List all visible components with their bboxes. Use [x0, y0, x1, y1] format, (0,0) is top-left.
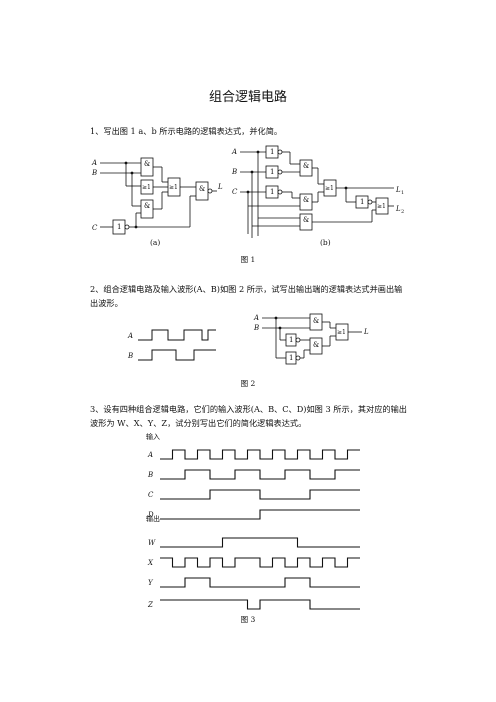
svg-text:1: 1: [270, 168, 274, 176]
svg-text:≥1: ≥1: [169, 184, 178, 191]
figure-3-waveforms: A B C D W X Y Z: [147, 449, 360, 610]
fig1a-label-L: L: [217, 183, 223, 191]
wave-label-Z: Z: [147, 601, 153, 609]
question-1-text: 1、写出图 1 a、b 所示电路的逻辑表达式，并化简。: [90, 126, 283, 136]
svg-text:1: 1: [401, 190, 404, 196]
fig1b-label-L2: L: [395, 205, 401, 213]
svg-text:1: 1: [360, 198, 364, 206]
wave-label-D: D: [147, 511, 154, 519]
waveform-Z: [160, 599, 360, 610]
fig2-wave-A: [138, 329, 216, 341]
svg-text:&: &: [313, 317, 319, 325]
svg-text:1: 1: [289, 336, 293, 344]
svg-text:1: 1: [117, 223, 121, 231]
output-heading: 输出: [146, 515, 160, 523]
svg-text:A: A: [127, 332, 133, 340]
svg-text:&: &: [303, 216, 309, 224]
svg-text:A: A: [253, 314, 259, 322]
fig1b-label-C: C: [232, 188, 238, 196]
svg-text:1: 1: [270, 148, 274, 156]
question-2-text-line1: 2、组合逻辑电路及输入波形(A、B)如图 2 所示，试写出输出端的逻辑表达式并画…: [90, 284, 403, 294]
fig1a-label-B: B: [91, 169, 97, 177]
figure-1b-sublabel: (b): [320, 238, 331, 247]
svg-text:&: &: [303, 162, 309, 170]
waveform-A: [160, 449, 360, 460]
input-heading: 输入: [146, 433, 160, 441]
svg-text:1: 1: [289, 354, 293, 362]
figure-1b-circuit: A B C L 1 L 2 1 1 1 & & & ≥1 1 ≥1: [231, 145, 404, 238]
waveform-B: [160, 469, 360, 480]
svg-text:≥1: ≥1: [325, 185, 334, 192]
figure-1a-sublabel: (a): [150, 238, 161, 247]
svg-text:1: 1: [270, 188, 274, 196]
fig1b-label-A: A: [231, 148, 237, 156]
figure-1-caption: 图 1: [240, 255, 256, 264]
waveform-D: [160, 509, 360, 520]
figure-2-caption: 图 2: [240, 379, 256, 388]
wave-label-Y: Y: [148, 579, 154, 587]
svg-text:&: &: [313, 341, 319, 349]
svg-text:B: B: [253, 324, 259, 332]
figure-2-waveforms: A B: [127, 329, 216, 361]
wave-label-X: X: [147, 559, 154, 567]
figure-1a-circuit: A B C L & ≥1 & ≥1 & 1: [91, 157, 223, 235]
page-title: 组合逻辑电路: [208, 90, 287, 105]
wave-label-C: C: [148, 491, 154, 499]
waveform-Y: [160, 577, 360, 588]
svg-text:≥1: ≥1: [337, 329, 346, 336]
wave-label-B: B: [147, 471, 153, 479]
fig1a-label-C: C: [92, 224, 98, 232]
figure-3-caption: 图 3: [240, 615, 256, 624]
svg-text:≥1: ≥1: [142, 184, 151, 191]
svg-text:&: &: [144, 202, 150, 210]
svg-text:&: &: [303, 196, 309, 204]
fig1b-label-B: B: [231, 168, 237, 176]
fig2-wave-B: [138, 349, 216, 361]
question-2-text-line2: 出波形。: [90, 298, 123, 308]
svg-text:&: &: [199, 185, 205, 193]
wave-label-A: A: [147, 451, 153, 459]
fig1a-label-A: A: [91, 159, 97, 167]
svg-text:L: L: [363, 328, 369, 336]
svg-text:2: 2: [401, 209, 404, 215]
svg-text:≥1: ≥1: [377, 203, 386, 210]
waveform-C: [160, 489, 360, 500]
question-3-text-line1: 3、设有四种组合逻辑电路，它们的输入波形(A、B、C、D)如图 3 所示，其对应…: [90, 404, 407, 414]
wave-label-W: W: [148, 539, 156, 547]
question-3-text-line2: 波形为 W、X、Y、Z，试分别写出它们的简化逻辑表达式。: [90, 418, 307, 428]
fig1b-label-L1: L: [395, 186, 401, 194]
waveform-X: [160, 557, 360, 568]
figure-2-circuit: A B L & & ≥1 1 1: [253, 313, 369, 365]
waveform-W: [160, 537, 360, 548]
svg-text:B: B: [127, 352, 133, 360]
svg-text:&: &: [144, 160, 150, 168]
